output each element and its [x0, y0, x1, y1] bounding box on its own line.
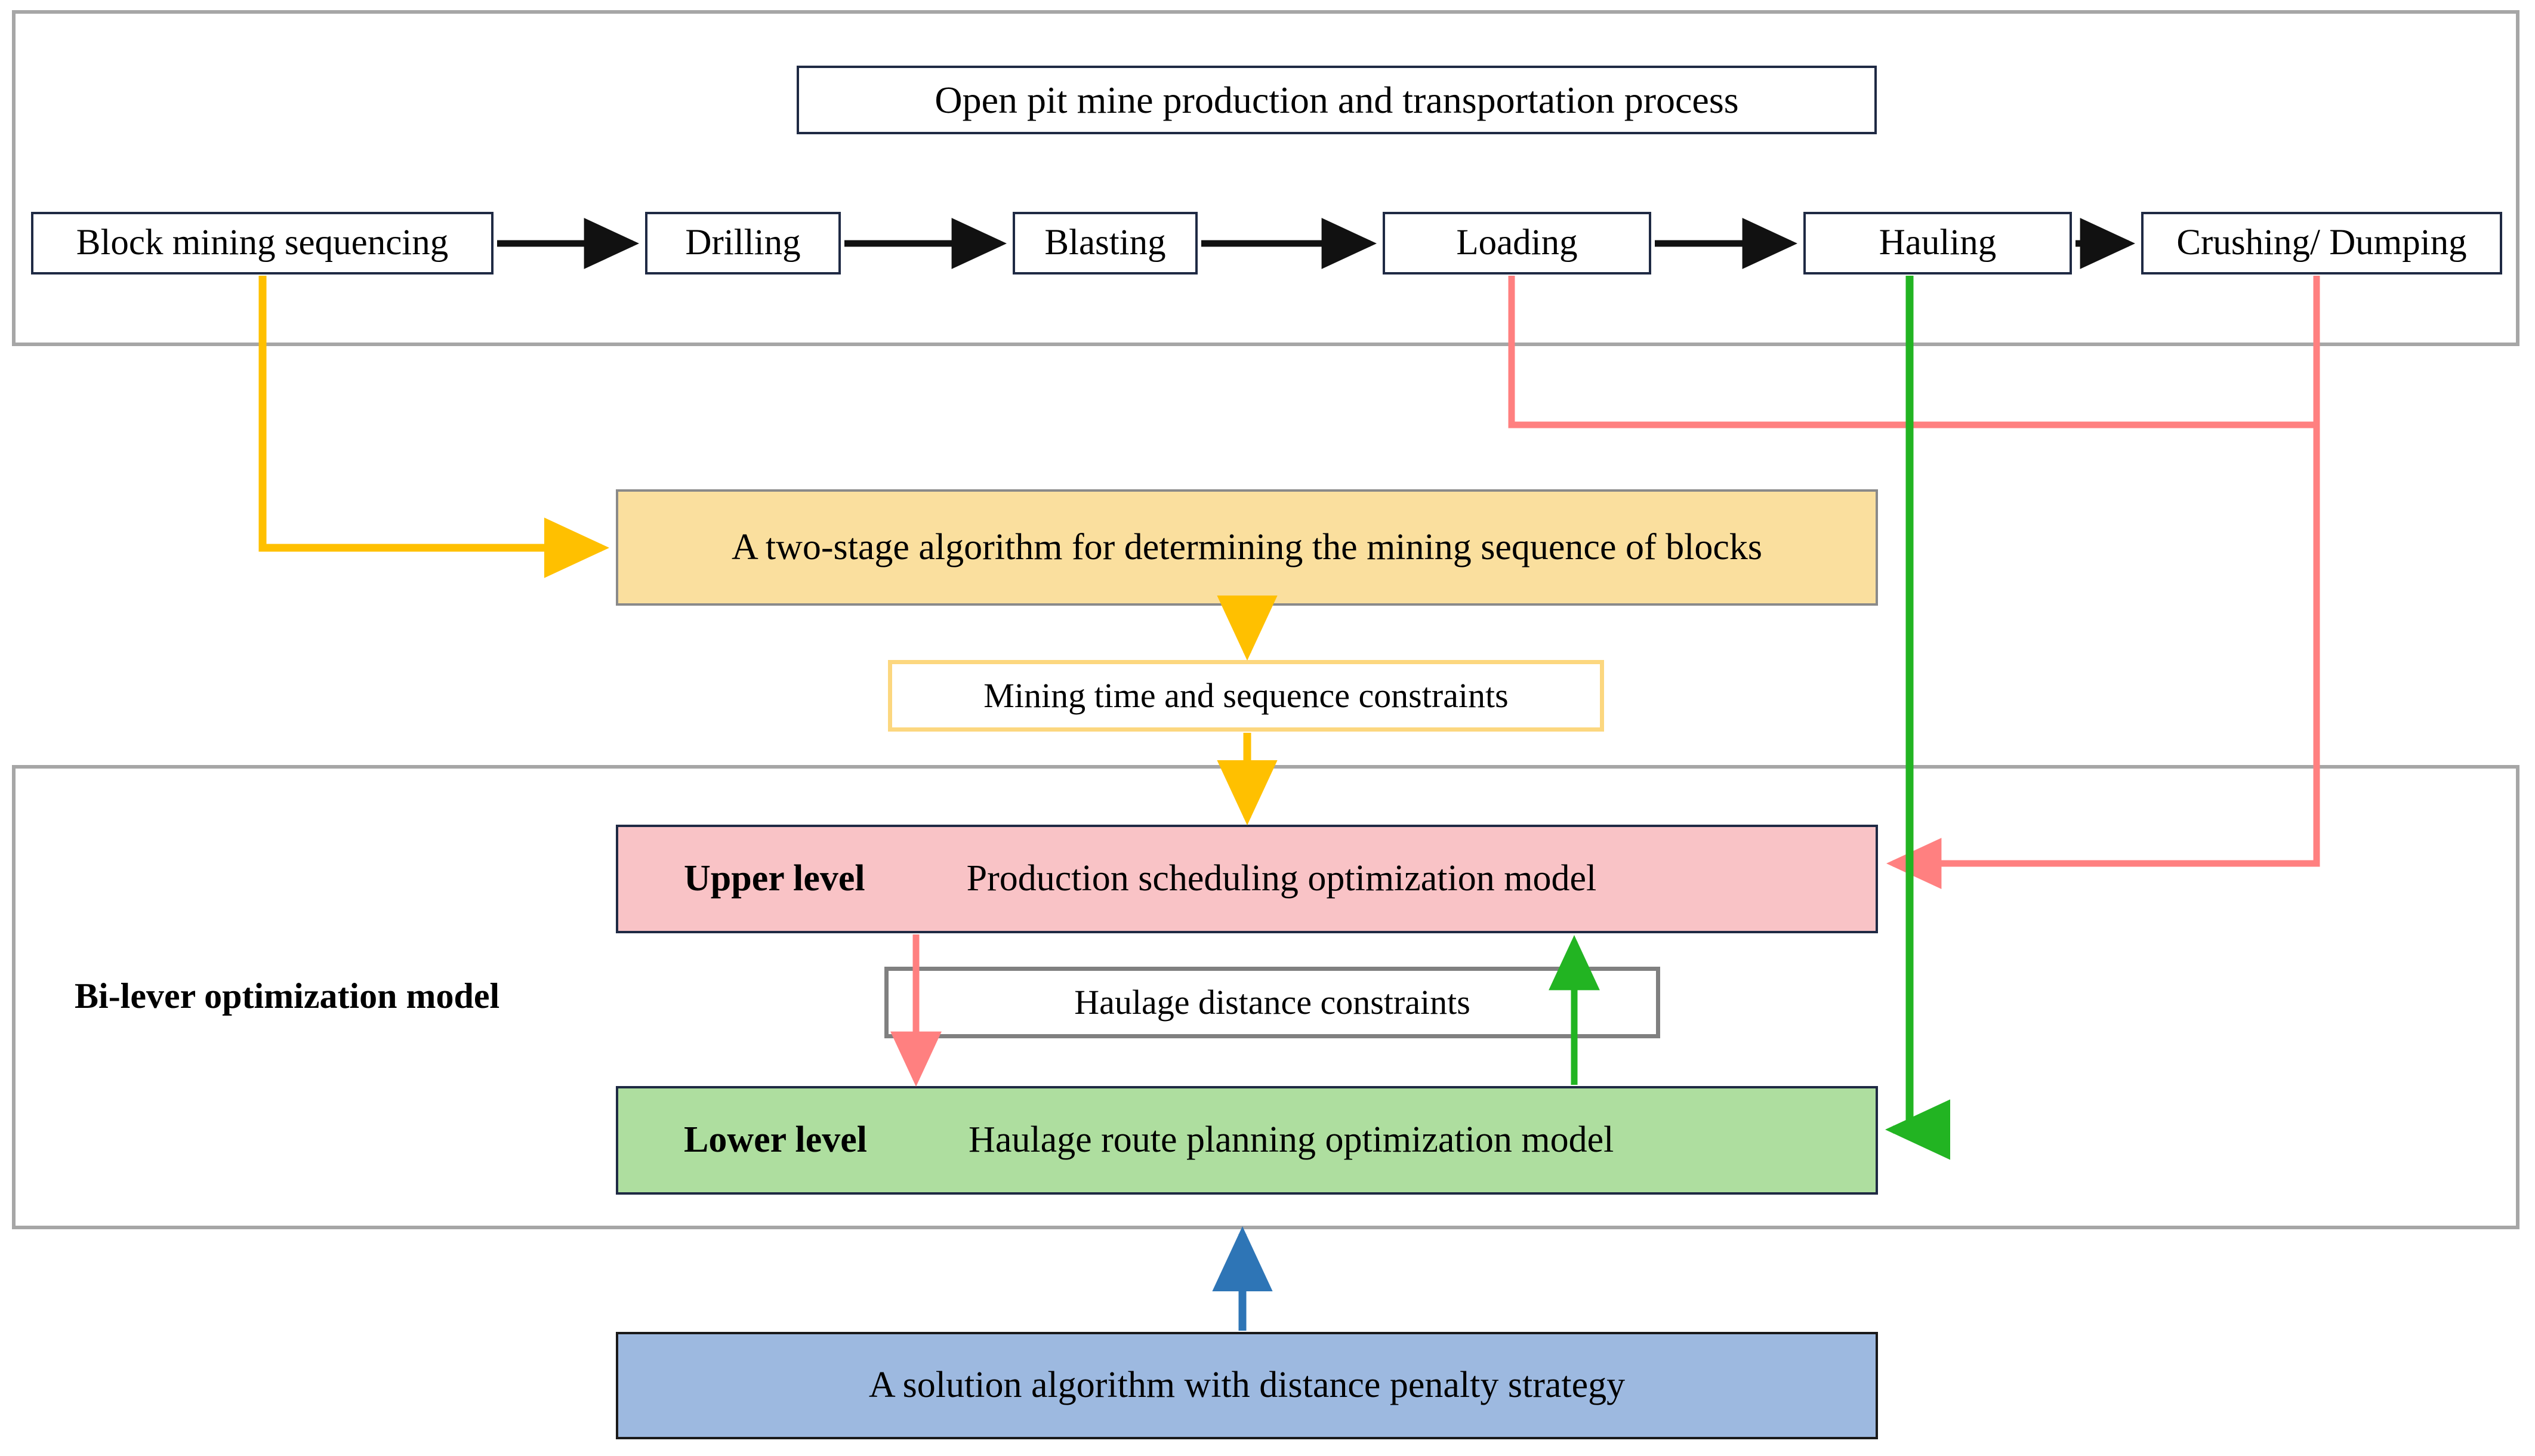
lower-level-label: Haulage route planning optimization mode… — [969, 1119, 1614, 1161]
haulage-constraints-label: Haulage distance constraints — [1074, 982, 1470, 1022]
process-step-label: Loading — [1456, 223, 1578, 263]
diagram-title-box: Open pit mine production and transportat… — [797, 66, 1877, 134]
process-step-block-mining-sequencing[interactable]: Block mining sequencing — [31, 212, 494, 274]
process-step-hauling[interactable]: Hauling — [1803, 212, 2072, 274]
two-stage-algorithm-label: A two-stage algorithm for determining th… — [732, 526, 1762, 567]
process-step-label: Hauling — [1879, 223, 1997, 263]
process-step-label: Blasting — [1044, 223, 1166, 263]
lower-level-tag: Lower level — [684, 1119, 868, 1161]
upper-level-tag: Upper level — [684, 858, 865, 899]
lower-level-box[interactable]: Lower level Haulage route planning optim… — [616, 1086, 1878, 1195]
bilevel-model-label: Bi-lever optimization model — [75, 976, 500, 1016]
process-step-label: Block mining sequencing — [76, 223, 449, 263]
mining-time-sequence-constraints-box: Mining time and sequence constraints — [888, 660, 1604, 732]
process-step-label: Drilling — [685, 223, 801, 263]
haulage-distance-constraints-box: Haulage distance constraints — [884, 967, 1660, 1038]
process-step-label: Crushing/ Dumping — [2176, 223, 2467, 263]
mining-constraints-label: Mining time and sequence constraints — [983, 675, 1509, 715]
process-group-frame — [12, 10, 2519, 346]
solution-algorithm-label: A solution algorithm with distance penal… — [868, 1365, 1626, 1406]
diagram-title-label: Open pit mine production and transportat… — [935, 78, 1739, 121]
upper-level-label: Production scheduling optimization model — [966, 858, 1597, 899]
process-step-crushing-dumping[interactable]: Crushing/ Dumping — [2141, 212, 2502, 274]
process-step-loading[interactable]: Loading — [1383, 212, 1651, 274]
two-stage-algorithm-box[interactable]: A two-stage algorithm for determining th… — [616, 489, 1878, 606]
solution-algorithm-box[interactable]: A solution algorithm with distance penal… — [616, 1332, 1878, 1439]
process-step-blasting[interactable]: Blasting — [1013, 212, 1198, 274]
upper-level-box[interactable]: Upper level Production scheduling optimi… — [616, 825, 1878, 933]
process-step-drilling[interactable]: Drilling — [645, 212, 841, 274]
